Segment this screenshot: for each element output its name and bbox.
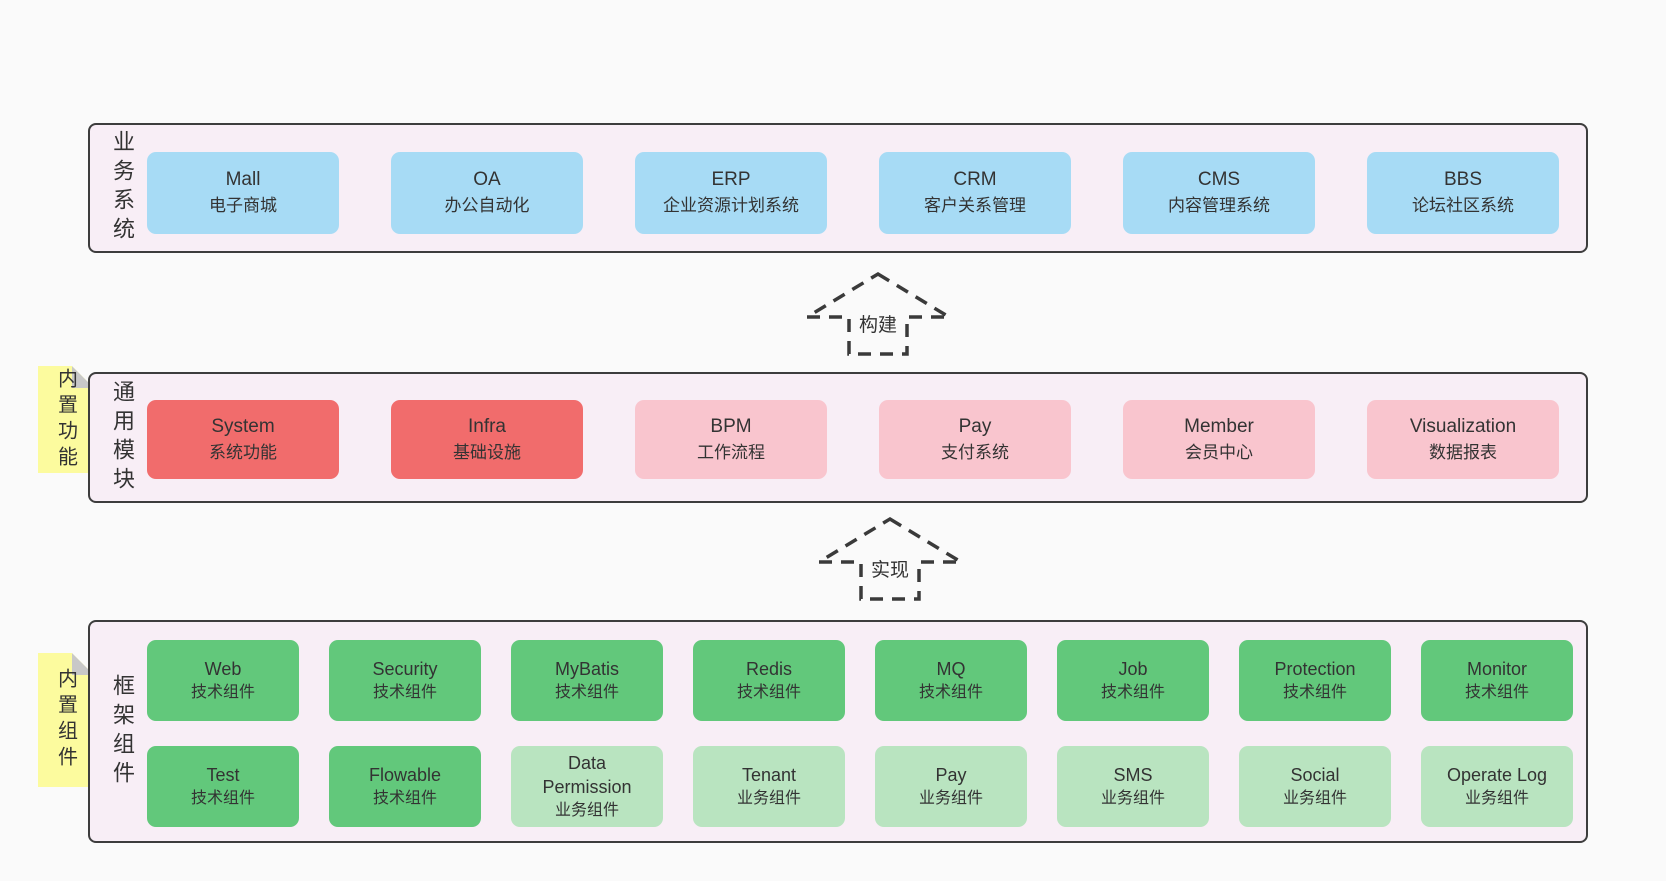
implement-arrow: 实现 (815, 515, 965, 603)
build-arrow-label: 构建 (855, 310, 901, 337)
component-boxes-grid: Web 技术组件 Security 技术组件 MyBatis 技术组件 Redi… (147, 640, 1573, 827)
component-box-redis: Redis 技术组件 (693, 640, 845, 721)
module-boxes-row: System 系统功能 Infra 基础设施 BPM 工作流程 Pay 支付系统… (147, 400, 1559, 479)
dashed-up-arrow-icon (803, 271, 953, 356)
business-boxes-row: Mall 电子商城 OA 办公自动化 ERP 企业资源计划系统 CRM 客户关系… (147, 152, 1559, 234)
build-arrow: 构建 (803, 270, 953, 358)
component-box-monitor: Monitor 技术组件 (1421, 640, 1573, 721)
component-box-job: Job 技术组件 (1057, 640, 1209, 721)
component-box-data-permission: Data Permission 业务组件 (511, 746, 663, 827)
component-box-social: Social 业务组件 (1239, 746, 1391, 827)
framework-components-layer: 框架组件 Web 技术组件 Security 技术组件 MyBatis 技术组件… (88, 620, 1588, 843)
business-box-crm: CRM 客户关系管理 (879, 152, 1071, 234)
component-box-operate-log: Operate Log 业务组件 (1421, 746, 1573, 827)
implement-arrow-label: 实现 (867, 555, 913, 582)
component-box-security: Security 技术组件 (329, 640, 481, 721)
common-modules-layer: 通用模块 System 系统功能 Infra 基础设施 BPM 工作流程 Pay… (88, 372, 1588, 503)
module-box-infra: Infra 基础设施 (391, 400, 583, 479)
sticky-note-builtin-features: 内置功能 (38, 366, 94, 473)
business-box-mall: Mall 电子商城 (147, 152, 339, 234)
dashed-up-arrow-icon (815, 516, 965, 601)
module-box-system: System 系统功能 (147, 400, 339, 479)
business-box-cms: CMS 内容管理系统 (1123, 152, 1315, 234)
component-box-tenant: Tenant 业务组件 (693, 746, 845, 827)
business-box-erp: ERP 企业资源计划系统 (635, 152, 827, 234)
layer-label-business: 业务系统 (110, 130, 135, 246)
sticky-note-builtin-components: 内置组件 (38, 653, 94, 787)
component-box-sms: SMS 业务组件 (1057, 746, 1209, 827)
business-box-bbs: BBS 论坛社区系统 (1367, 152, 1559, 234)
module-box-bpm: BPM 工作流程 (635, 400, 827, 479)
business-systems-layer: 业务系统 Mall 电子商城 OA 办公自动化 ERP 企业资源计划系统 CRM… (88, 123, 1588, 253)
component-box-mq: MQ 技术组件 (875, 640, 1027, 721)
layer-label-modules: 通用模块 (110, 379, 135, 496)
module-box-member: Member 会员中心 (1123, 400, 1315, 479)
module-box-pay: Pay 支付系统 (879, 400, 1071, 479)
component-box-pay: Pay 业务组件 (875, 746, 1027, 827)
component-box-web: Web 技术组件 (147, 640, 299, 721)
layer-label-components: 框架组件 (110, 673, 135, 790)
component-box-mybatis: MyBatis 技术组件 (511, 640, 663, 721)
module-box-visualization: Visualization 数据报表 (1367, 400, 1559, 479)
component-box-protection: Protection 技术组件 (1239, 640, 1391, 721)
component-box-flowable: Flowable 技术组件 (329, 746, 481, 827)
component-box-test: Test 技术组件 (147, 746, 299, 827)
business-box-oa: OA 办公自动化 (391, 152, 583, 234)
